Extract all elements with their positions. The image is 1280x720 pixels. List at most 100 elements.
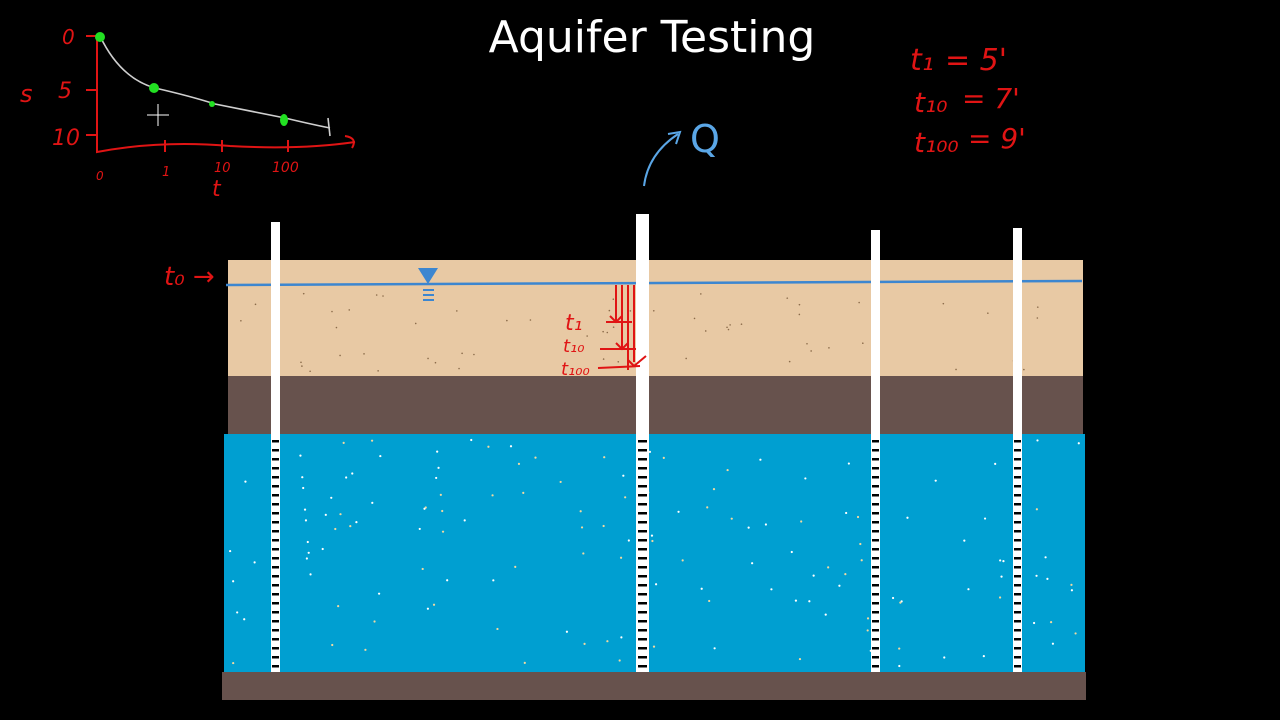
aquifer-grain [662,456,665,459]
drawdown-annotations: t₁ t₁₀ t₁₀₀ [561,285,647,380]
aquifer-grain [812,574,815,577]
well-screen-slot [638,503,647,506]
well-screen-slot [872,638,879,641]
sketch-x-tick-1: 1 [162,165,170,180]
aquifer-grain [860,559,863,562]
well-screen-slot [638,620,647,623]
sand-grain [700,293,702,295]
well-screen-slot [272,629,279,632]
aquifer-grain [1032,621,1036,625]
aquifer-grain [906,516,909,519]
aquifer-grain [934,479,937,482]
aquifer-grain [437,466,440,469]
unsaturated-sand-layer [228,260,1083,376]
aquifer-grain [582,552,585,555]
well-screen-slot [1014,503,1021,506]
well-screen-slot [272,647,279,650]
aquifer-grain [620,636,623,639]
sand-grain [377,370,379,372]
drawdown-sketch-graph: 0 5 10 s 0 1 10 100 t [20,25,356,202]
aquifer-grain [441,530,445,533]
aquifer-grain [794,599,798,602]
well-screen-slot [872,440,879,443]
sand-grain [612,326,615,328]
aquifer-grain [845,511,848,515]
sand-grain [461,352,463,355]
sand-grain [458,367,460,370]
sand-grain [955,368,957,371]
drawdown-arrow-t1 [606,315,632,324]
aquifer-grain [236,611,239,614]
aquifer-grain [463,519,466,522]
aquifer-grain [1036,439,1039,442]
well-screen-slot [872,485,879,488]
well-screen-slot [872,467,879,470]
well-screen-slot [272,593,279,596]
well-screen-slot [272,566,279,569]
aquifer-grain [998,596,1002,599]
sketch-y-ticks [86,35,97,136]
sketch-x-ticks [164,140,289,152]
water-table-time-label: t₀ → [164,262,215,292]
well-screen-slot [638,665,647,668]
aquifer-grain [439,493,442,496]
aquifer-grain [303,508,307,511]
well-screen-slot [638,449,647,452]
sketch-point [95,32,105,42]
aquifer-grain [770,588,773,591]
aquifer-grain [232,661,235,665]
sand-grain [1036,317,1039,319]
aquifer-grain [606,640,609,643]
aquifer-grain [747,526,750,529]
well-screen-slot [272,665,279,668]
aquifer-grain [423,507,426,510]
aquifer-grain [891,596,895,600]
aquifer-grain [418,527,421,531]
well-screen-slot [638,584,647,587]
sand-grain [606,331,609,334]
aquifer-grain [1070,583,1073,586]
aquifer-grain [304,519,308,522]
aquifer-grain [580,526,584,529]
sand-grain [704,330,707,332]
well-screen-slot [1014,521,1021,524]
aquifer-grain [800,520,803,523]
sand-grain [529,319,532,321]
well-screen-slot [872,458,879,461]
sand-grain [506,319,508,322]
aquifer-grain [603,456,606,459]
aquifer-layer [224,434,1085,672]
aquifer-grain [496,627,499,631]
sketch-t-label: t [212,177,222,202]
aquifer-grain [349,525,352,528]
sketch-x-tick-0: 0 [96,169,104,183]
aquifer-grain [565,630,569,633]
well-screen-slot [1014,458,1021,461]
well-screen-slot [1014,476,1021,479]
sand-grain [331,310,333,313]
well-screen-slot [1014,485,1021,488]
well-screen-slot [872,503,879,506]
sand-grain [786,297,789,299]
aquifer-grain [1074,632,1077,635]
sand-grain [301,365,303,367]
well-screen-slot [272,602,279,605]
aquifer-grain [339,513,342,516]
sand-grain [612,298,615,301]
sand-grain [729,324,731,326]
note-2-time: t₁₀ [914,86,947,119]
confining-clay-layer [228,376,1083,434]
aquifer-grain [681,559,684,562]
water-table-line [225,279,1083,287]
aquifer-grain [866,617,870,620]
cursor-crosshair-icon [147,104,169,126]
well-screen-slot [638,638,647,641]
well-screen-slot [1014,512,1021,515]
pump-arrow [643,133,679,187]
aquifer-grain [706,506,709,509]
well-screen-slot [272,494,279,497]
aquifer-grain [229,549,232,553]
well-screen-slot [1014,539,1021,542]
sketch-curve-end [327,117,331,137]
